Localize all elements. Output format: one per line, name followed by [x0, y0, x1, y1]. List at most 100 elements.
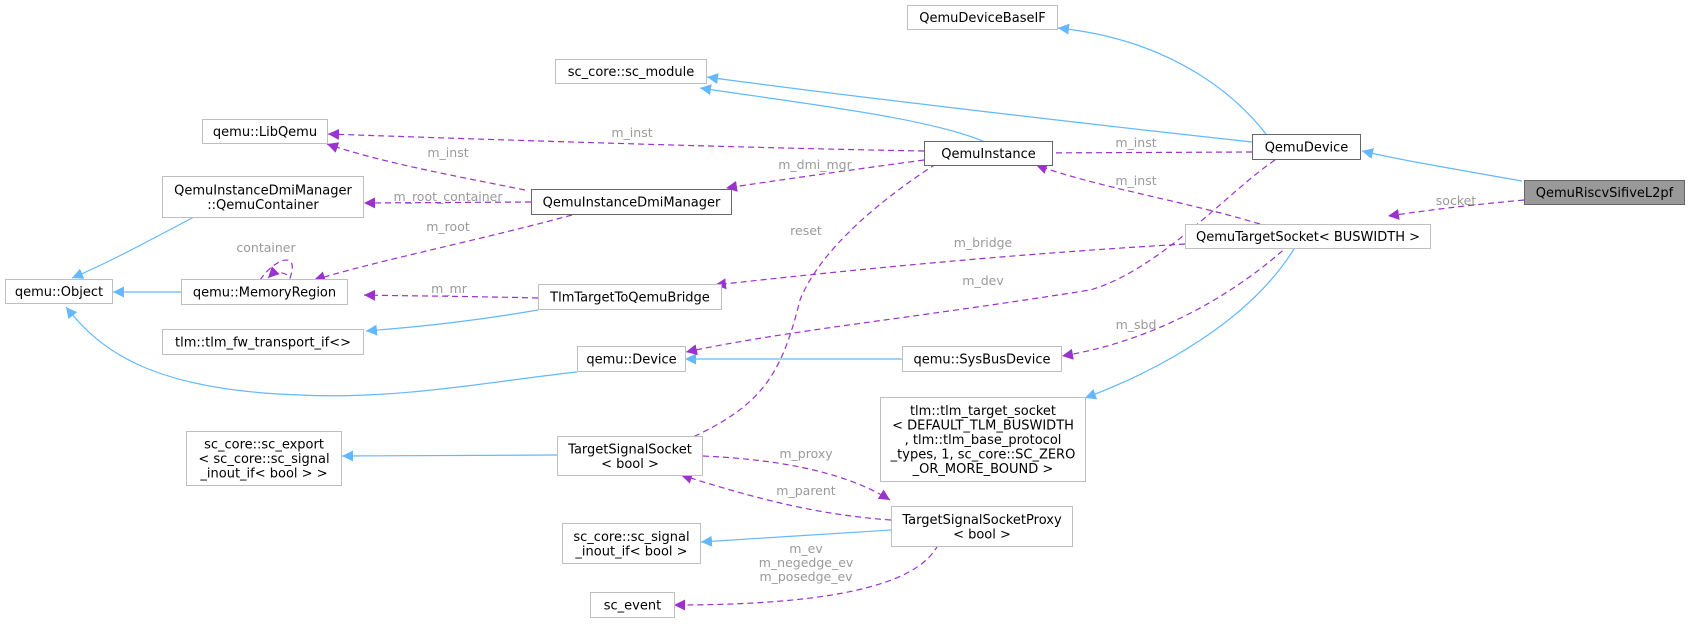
class-name-text: TlmTargetToQemuBridge: [549, 291, 710, 306]
edge-label-line: m_proxy: [779, 446, 833, 461]
edge-label-socket: socket: [1436, 193, 1477, 208]
class-node-lib-qemu[interactable]: qemu::LibQemu: [202, 119, 328, 144]
edge-signalsocket-scexport: [341, 450, 558, 462]
class-name-text: sc_core::sc_signal: [573, 530, 689, 545]
edge-label-dev-inst: m_inst: [1115, 135, 1156, 150]
class-name-text: qemu::Object: [15, 285, 103, 300]
edge-memregion-container-loop: [259, 259, 293, 281]
edge-label-line: reset: [790, 223, 822, 238]
edge-label-proxy: m_proxy: [779, 446, 833, 461]
edge-label-reset: reset: [790, 223, 822, 238]
class-node-memory-region[interactable]: qemu::MemoryRegion: [181, 279, 348, 305]
edge-label-line: m_posedge_ev: [759, 569, 853, 584]
class-node-signal-proxy[interactable]: TargetSignalSocketProxy< bool >: [891, 506, 1073, 547]
class-node-sc-export[interactable]: sc_core::sc_export< sc_core::sc_signal_i…: [186, 431, 342, 486]
class-node-dmi-manager[interactable]: QemuInstanceDmiManager: [531, 189, 732, 215]
edge-label-line: m_sbd: [1116, 317, 1157, 332]
edge-label-line: m_dmi_mgr: [778, 157, 852, 172]
edge-label-line: m_negedge_ev: [759, 555, 854, 570]
class-node-qemu-dev[interactable]: qemu::Device: [577, 346, 686, 372]
class-name-text: qemu::LibQemu: [213, 125, 317, 140]
class-node-fw-transport-if[interactable]: tlm::tlm_fw_transport_if<>: [162, 329, 364, 355]
class-node-qemu-instance[interactable]: QemuInstance: [924, 141, 1053, 166]
edge-dev-instance: [1027, 147, 1253, 159]
class-name-text: < bool >: [601, 457, 659, 472]
edge-label-line: m_dev: [962, 273, 1004, 288]
class-name-text: sc_core::sc_export: [204, 438, 324, 453]
edge-socket-bridge: [714, 243, 1186, 290]
edge-label-inst-libqemu: m_inst: [611, 125, 652, 140]
class-name-text: qemu::Device: [586, 353, 676, 368]
class-node-qemu-device[interactable]: QemuDevice: [1252, 134, 1361, 160]
edge-dmi-libqemu: [326, 142, 526, 191]
class-name-text: QemuInstanceDmiManager: [174, 183, 352, 198]
class-name-text: QemuRiscvSifiveL2pf: [1536, 186, 1674, 201]
class-name-text: sc_core::sc_module: [568, 65, 694, 80]
class-name-text: tlm::tlm_fw_transport_if<>: [175, 336, 351, 351]
edge-label-root: m_root: [426, 219, 470, 234]
edge-label-parent: m_parent: [776, 483, 835, 498]
edge-label-line: socket: [1436, 193, 1477, 208]
edge-label-bridge: m_bridge: [954, 235, 1013, 250]
edge-socket-tlmtarget: [1084, 248, 1295, 400]
edge-label-line: m_bridge: [954, 235, 1013, 250]
edge-qemudevice-baseif: [1057, 23, 1276, 148]
class-node-dmi-container[interactable]: QemuInstanceDmiManager::QemuContainer: [162, 176, 364, 218]
edge-label-line: container: [236, 240, 296, 255]
class-name-text: TargetSignalSocket: [567, 442, 692, 457]
class-name-text: TargetSignalSocketProxy: [901, 513, 1062, 528]
class-name-text: ::QemuContainer: [207, 198, 319, 213]
class-node-target-socket[interactable]: QemuTargetSocket< BUSWIDTH >: [1185, 224, 1431, 249]
edge-label-line: m_ev: [789, 541, 823, 556]
class-node-qemu-object[interactable]: qemu::Object: [5, 279, 113, 304]
edge-dmi-root: [313, 214, 573, 283]
edge-qemudevice-scmodule: [706, 73, 1253, 143]
class-node-sysbus-device[interactable]: qemu::SysBusDevice: [902, 346, 1062, 372]
class-name-text: _inout_if< bool > >: [199, 467, 327, 482]
edge-label-line: m_inst: [1115, 173, 1156, 188]
class-node-tlm-target-socket[interactable]: tlm::tlm_target_socket< DEFAULT_TLM_BUSW…: [880, 397, 1086, 482]
edge-socket-instance: [1035, 163, 1261, 225]
edge-label-mr: m_mr: [431, 281, 468, 296]
edge-bridge-memregion: [363, 289, 539, 301]
class-name-text: < sc_core::sc_signal: [198, 452, 329, 467]
edge-label-sbd: m_sbd: [1116, 317, 1157, 332]
edge-dmi-container: [363, 197, 532, 209]
class-name-text: < DEFAULT_TLM_BUSWIDTH: [892, 419, 1074, 434]
class-node-qemu-riscv-sifive-l2pf[interactable]: QemuRiscvSifiveL2pf: [1524, 180, 1685, 205]
edge-label-line: m_inst: [1115, 135, 1156, 150]
edge-label-line: m_inst: [611, 125, 652, 140]
class-name-text: tlm::tlm_target_socket: [910, 404, 1056, 419]
edge-label-line: m_root_container: [394, 189, 504, 204]
class-node-sc-event[interactable]: sc_event: [590, 592, 675, 618]
class-name-text: QemuTargetSocket< BUSWIDTH >: [1196, 230, 1420, 245]
class-name-text: _inout_if< bool >: [574, 544, 687, 559]
edge-label-line: m_parent: [776, 483, 835, 498]
class-node-qemu-device-base-if[interactable]: QemuDeviceBaseIF: [907, 5, 1058, 30]
class-name-text: < bool >: [953, 527, 1011, 542]
edge-label-line: m_mr: [431, 281, 468, 296]
edge-proxy-scsignal: [700, 529, 892, 547]
class-node-sc-module[interactable]: sc_core::sc_module: [555, 59, 707, 84]
edge-instance-scmodule: [699, 84, 986, 143]
class-node-sc-signal-inout[interactable]: sc_core::sc_signal_inout_if< bool >: [562, 523, 701, 564]
edge-socket-sysbus: [1061, 243, 1291, 360]
inheritance-edges: [65, 23, 1523, 547]
class-name-text: QemuInstance: [941, 147, 1035, 162]
edge-label-socket-inst: m_inst: [1115, 173, 1156, 188]
edge-label-container: container: [236, 240, 296, 255]
edge-bridge-fwtransport: [365, 309, 539, 336]
usage-edges: [259, 128, 1525, 611]
edge-label-dmi-libqemu: m_inst: [427, 145, 468, 160]
class-name-text: qemu::MemoryRegion: [193, 286, 336, 301]
edge-label-line: m_root: [426, 219, 470, 234]
class-name-text: QemuDevice: [1265, 141, 1349, 156]
class-node-tlm-bridge[interactable]: TlmTargetToQemuBridge: [538, 284, 722, 310]
edge-label-line: m_inst: [427, 145, 468, 160]
class-name-text: , tlm::tlm_base_protocol: [905, 433, 1062, 448]
edge-l2pf-qemudevice: [1361, 148, 1523, 182]
edge-signalsocket-proxy: [702, 455, 891, 501]
class-node-signal-socket[interactable]: TargetSignalSocket< bool >: [557, 436, 703, 476]
class-name-text: _types, 1, sc_core::SC_ZERO: [890, 448, 1076, 463]
edge-instance-signalsocket: [669, 163, 937, 448]
